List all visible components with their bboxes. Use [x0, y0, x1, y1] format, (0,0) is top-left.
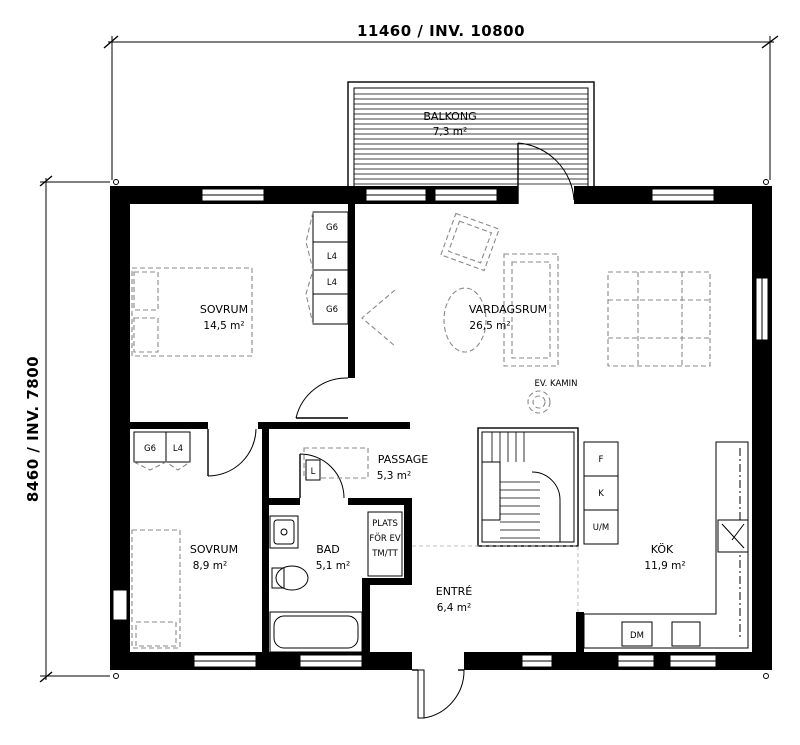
plats-line2: FÖR EV	[369, 533, 401, 544]
wardrobe-1-l4-a: L4	[327, 252, 337, 262]
dm-label: DM	[630, 631, 644, 641]
bad-name: BAD	[316, 543, 340, 556]
sovrum-1-name: SOVRUM	[200, 303, 248, 316]
balkong-area: 7,3 m²	[433, 126, 467, 138]
bedroom-1-furniture	[131, 267, 253, 357]
entre-area: 6,4 m²	[437, 602, 471, 614]
wardrobe-2-l4: L4	[173, 444, 183, 454]
sovrum-2-area: 8,9 m²	[193, 560, 227, 572]
balkong-name: BALKONG	[423, 110, 476, 123]
wardrobe-2	[133, 431, 191, 471]
balcony-door-opening	[518, 186, 574, 204]
windows	[112, 188, 769, 668]
passage-furniture	[303, 447, 369, 481]
wardrobe-1-g6-b: G6	[326, 305, 338, 315]
living-room-furniture	[361, 212, 711, 367]
kok-name: KÖK	[651, 543, 674, 556]
vardagsrum-area: 26,5 m²	[469, 320, 510, 332]
entry-door	[412, 669, 465, 719]
sovrum-2-name: SOVRUM	[190, 543, 238, 556]
sovrum-1-area: 14,5 m²	[203, 320, 244, 332]
bedroom-2-furniture	[131, 529, 181, 649]
bedroom2-door-gap	[208, 422, 258, 429]
balcony-door	[517, 142, 575, 204]
interior-walls	[130, 186, 584, 652]
balcony-slats	[354, 93, 588, 185]
height-dimension-label: 8460 / INV. 7800	[24, 356, 42, 502]
wardrobe-2-g6: G6	[144, 444, 156, 454]
kamin-label: EV. KAMIN	[535, 379, 578, 389]
unit-um-label: U/M	[593, 523, 609, 533]
passage-area: 5,3 m²	[377, 470, 411, 482]
balcony	[347, 81, 595, 188]
kitchen-tall-units	[583, 441, 619, 545]
vardagsrum-name: VARDAGSRUM	[469, 303, 547, 316]
unit-k-label: K	[598, 489, 604, 499]
unit-f-label: F	[599, 455, 604, 465]
dimension-lines	[39, 35, 779, 683]
width-dimension-label: 11460 / INV. 10800	[357, 22, 525, 40]
linen-label: L	[311, 467, 316, 477]
kok-area: 11,9 m²	[644, 560, 685, 572]
stair-treads	[491, 432, 540, 539]
plats-line3: TM/TT	[371, 549, 398, 559]
kitchen-counters	[583, 441, 749, 649]
bathroom-fixtures	[269, 511, 403, 653]
entry-door-opening	[412, 652, 464, 670]
bedroom1-door-gap	[348, 378, 355, 422]
wardrobe-1	[305, 211, 349, 325]
wardrobe-1-g6-a: G6	[326, 223, 338, 233]
staircase	[477, 427, 579, 547]
wardrobe-1-l4-b: L4	[327, 278, 337, 288]
entre-name: ENTRÉ	[436, 585, 473, 598]
fireplace-icon	[527, 390, 551, 414]
plats-line1: PLATS	[372, 519, 398, 529]
interior-doors	[207, 377, 349, 499]
passage-name: PASSAGE	[378, 453, 428, 466]
bath-door-gap	[300, 498, 348, 505]
bad-area: 5,1 m²	[316, 560, 350, 572]
